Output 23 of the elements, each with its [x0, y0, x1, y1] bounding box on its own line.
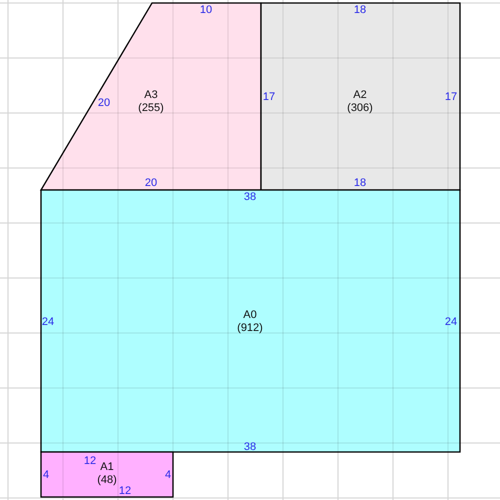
dimension-label: 12	[84, 455, 96, 467]
dimension-label: 24	[42, 316, 54, 328]
dimension-label: 4	[42, 469, 50, 481]
dimension-label: 24	[444, 316, 458, 328]
area-value: (306)	[347, 102, 373, 115]
dimension-label: 20	[144, 177, 158, 189]
room-name: A1	[99, 461, 115, 474]
room-name: A2	[352, 89, 368, 102]
area-value: (912)	[237, 322, 263, 335]
dimension-label: 38	[244, 191, 256, 203]
dimension-label: 10	[200, 4, 212, 16]
dimension-label: 17	[262, 91, 276, 103]
dimension-label: 4	[164, 469, 172, 481]
area-value: (48)	[97, 474, 117, 487]
room-name: A0	[242, 309, 258, 322]
dimension-label: 38	[244, 441, 256, 453]
dimension-label: 17	[444, 91, 458, 103]
room-name: A3	[143, 89, 159, 102]
area-value: (255)	[138, 102, 164, 115]
dimension-label: 12	[118, 485, 132, 497]
dimension-label: 18	[354, 4, 366, 16]
dimension-label: 18	[354, 177, 366, 189]
dimension-label: 20	[98, 97, 110, 109]
